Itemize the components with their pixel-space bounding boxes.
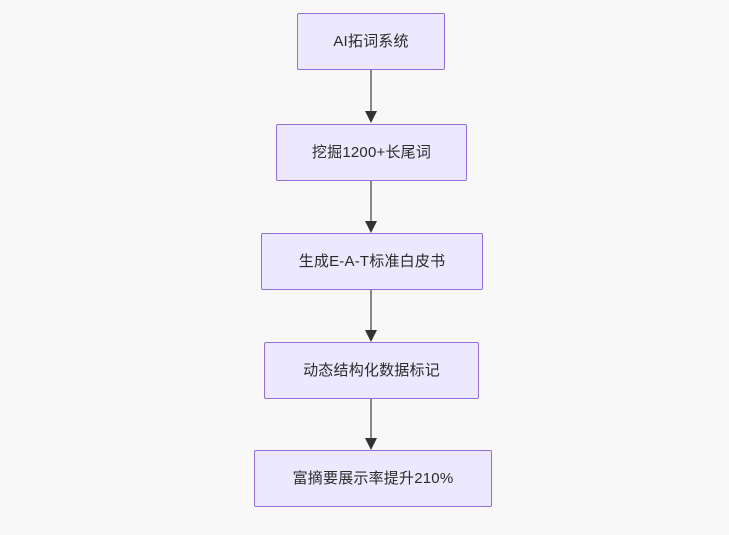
flow-node-4-label: 动态结构化数据标记: [303, 362, 440, 379]
flow-node-1[interactable]: AI拓词系统: [297, 13, 445, 70]
flow-node-2-label: 挖掘1200+长尾词: [311, 144, 432, 161]
flow-node-5-label: 富摘要展示率提升210%: [292, 470, 454, 487]
flow-node-4[interactable]: 动态结构化数据标记: [264, 342, 479, 399]
flow-node-3-label: 生成E-A-T标准白皮书: [298, 253, 446, 270]
flow-node-1-label: AI拓词系统: [333, 33, 409, 50]
flow-edge-2-to-3: [365, 181, 377, 233]
flow-edge-1-to-2: [365, 70, 377, 123]
flow-edge-3-to-4: [365, 290, 377, 342]
flow-node-2[interactable]: 挖掘1200+长尾词: [276, 124, 467, 181]
flow-node-3[interactable]: 生成E-A-T标准白皮书: [261, 233, 483, 290]
flow-node-5[interactable]: 富摘要展示率提升210%: [254, 450, 492, 507]
flow-edge-4-to-5: [365, 399, 377, 450]
